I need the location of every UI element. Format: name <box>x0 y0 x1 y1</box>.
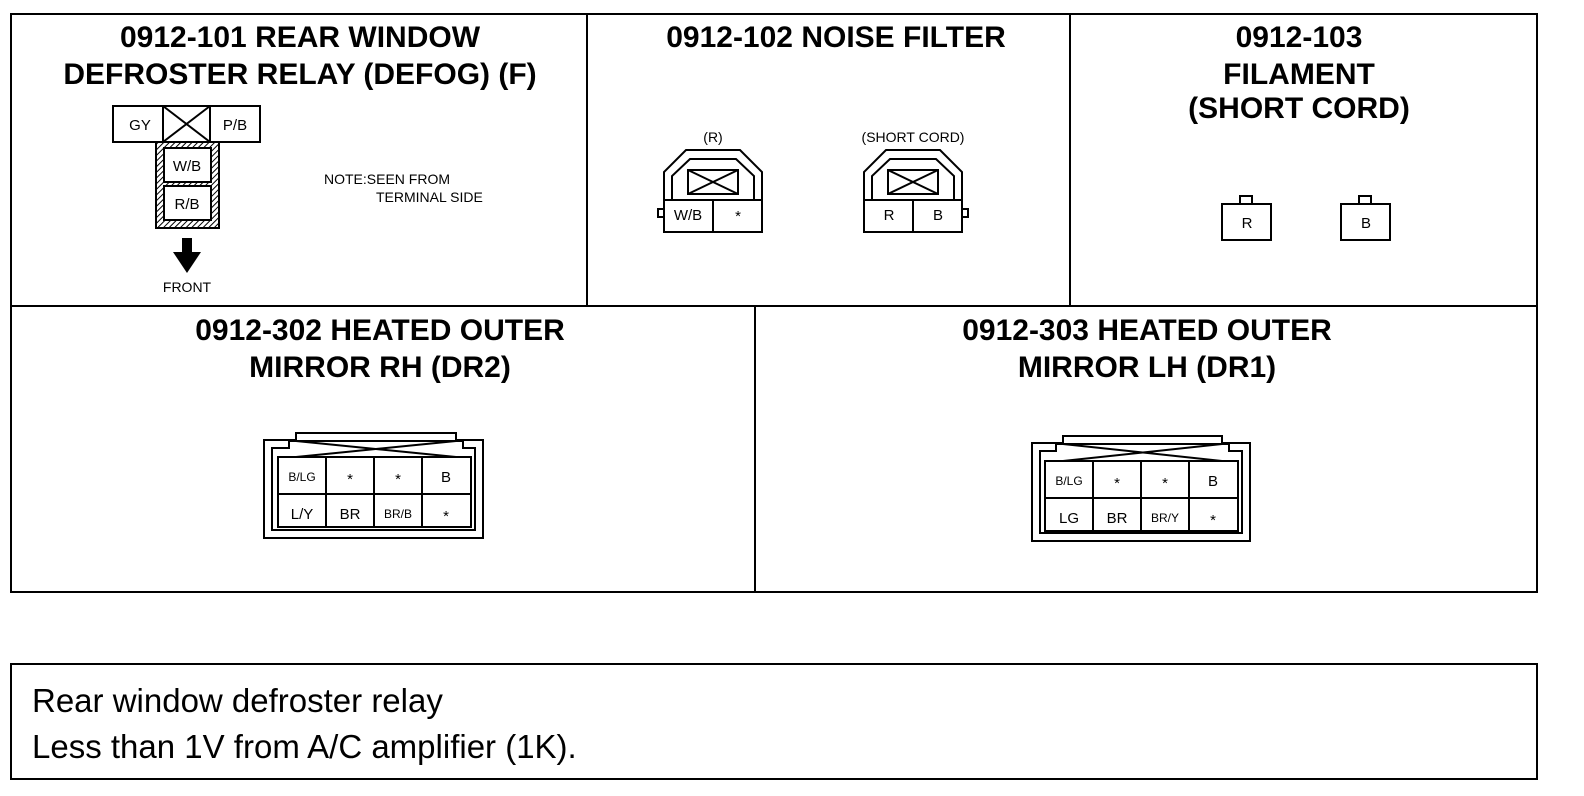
panel-103-title-line2: FILAMENT <box>1223 58 1375 91</box>
note-seen-from: NOTE:SEEN FROM <box>324 171 450 187</box>
panel-302-title-line1: 0912-302 HEATED OUTER <box>195 314 565 347</box>
panel-grid <box>10 13 1538 593</box>
mirror-rh-pin-5: L/Y <box>291 506 314 523</box>
noise-filter-short-pin-2: B <box>933 207 943 224</box>
mirror-lh-connector <box>1031 435 1251 542</box>
mirror-rh-pin-3: * <box>395 471 401 488</box>
panel-rear-window-defroster-relay: 0912-101 REAR WINDOW DEFROSTER RELAY (DE… <box>63 21 536 295</box>
mirror-rh-pin-8: * <box>443 508 449 525</box>
mirror-lh-pin-5: LG <box>1059 510 1079 527</box>
panel-heated-mirror-lh: 0912-303 HEATED OUTER MIRROR LH (DR1) B/… <box>962 314 1332 542</box>
mirror-lh-pin-6: BR <box>1107 510 1128 527</box>
panel-filament: 0912-103 FILAMENT (SHORT CORD) R B <box>1188 21 1410 241</box>
mirror-lh-pin-3: * <box>1162 475 1168 492</box>
noise-filter-short-cord-label: (SHORT CORD) <box>862 129 965 145</box>
noise-filter-short-cord-connector <box>863 149 969 233</box>
panel-noise-filter: 0912-102 NOISE FILTER (R) W/B * (SHORT C… <box>657 21 1006 233</box>
note-line-1: Rear window defroster relay <box>32 682 443 719</box>
relay-pin-gy: GY <box>129 117 151 134</box>
mirror-lh-pin-1: B/LG <box>1055 474 1082 488</box>
panel-103-title-line3: (SHORT CORD) <box>1188 92 1410 125</box>
note-terminal-side: TERMINAL SIDE <box>376 189 483 205</box>
panel-103-title-line1: 0912-103 <box>1236 21 1363 54</box>
relay-pin-wb: W/B <box>173 158 201 175</box>
mirror-rh-pin-1: B/LG <box>288 470 315 484</box>
panel-heated-mirror-rh: 0912-302 HEATED OUTER MIRROR RH (DR2) B/… <box>195 314 565 539</box>
mirror-rh-connector <box>263 432 484 539</box>
mirror-lh-pin-8: * <box>1210 512 1216 529</box>
filament-pin-r: R <box>1242 215 1253 232</box>
mirror-rh-pin-2: * <box>347 471 353 488</box>
noise-filter-r-pin-1: W/B <box>674 207 702 224</box>
noise-filter-r-connector <box>657 149 763 233</box>
panel-101-title-line1: 0912-101 REAR WINDOW <box>120 21 481 54</box>
front-label: FRONT <box>163 279 212 295</box>
panel-303-title-line2: MIRROR LH (DR1) <box>1018 351 1276 384</box>
front-arrow-icon <box>173 238 201 273</box>
mirror-rh-pin-4: B <box>441 469 451 486</box>
panel-102-title: 0912-102 NOISE FILTER <box>666 21 1006 54</box>
note-box: Rear window defroster relay Less than 1V… <box>10 663 1538 780</box>
note-line-2: Less than 1V from A/C amplifier (1K). <box>32 728 577 765</box>
noise-filter-r-label: (R) <box>703 129 722 145</box>
filament-pin-b: B <box>1361 215 1371 232</box>
relay-connector <box>112 105 261 229</box>
mirror-lh-pin-4: B <box>1208 473 1218 490</box>
panel-302-title-line2: MIRROR RH (DR2) <box>249 351 511 384</box>
mirror-rh-pin-6: BR <box>340 506 361 523</box>
noise-filter-short-pin-1: R <box>884 207 895 224</box>
relay-pin-rb: R/B <box>174 196 199 213</box>
mirror-lh-pin-7: BR/Y <box>1151 511 1179 525</box>
filament-terminal-b <box>1340 195 1391 241</box>
filament-terminal-r <box>1221 195 1272 241</box>
relay-pin-pb: P/B <box>223 117 247 134</box>
mirror-lh-pin-2: * <box>1114 475 1120 492</box>
noise-filter-r-pin-2: * <box>735 208 741 225</box>
mirror-rh-pin-7: BR/B <box>384 507 412 521</box>
panel-101-title-line2: DEFROSTER RELAY (DEFOG) (F) <box>63 58 536 91</box>
panel-303-title-line1: 0912-303 HEATED OUTER <box>962 314 1332 347</box>
